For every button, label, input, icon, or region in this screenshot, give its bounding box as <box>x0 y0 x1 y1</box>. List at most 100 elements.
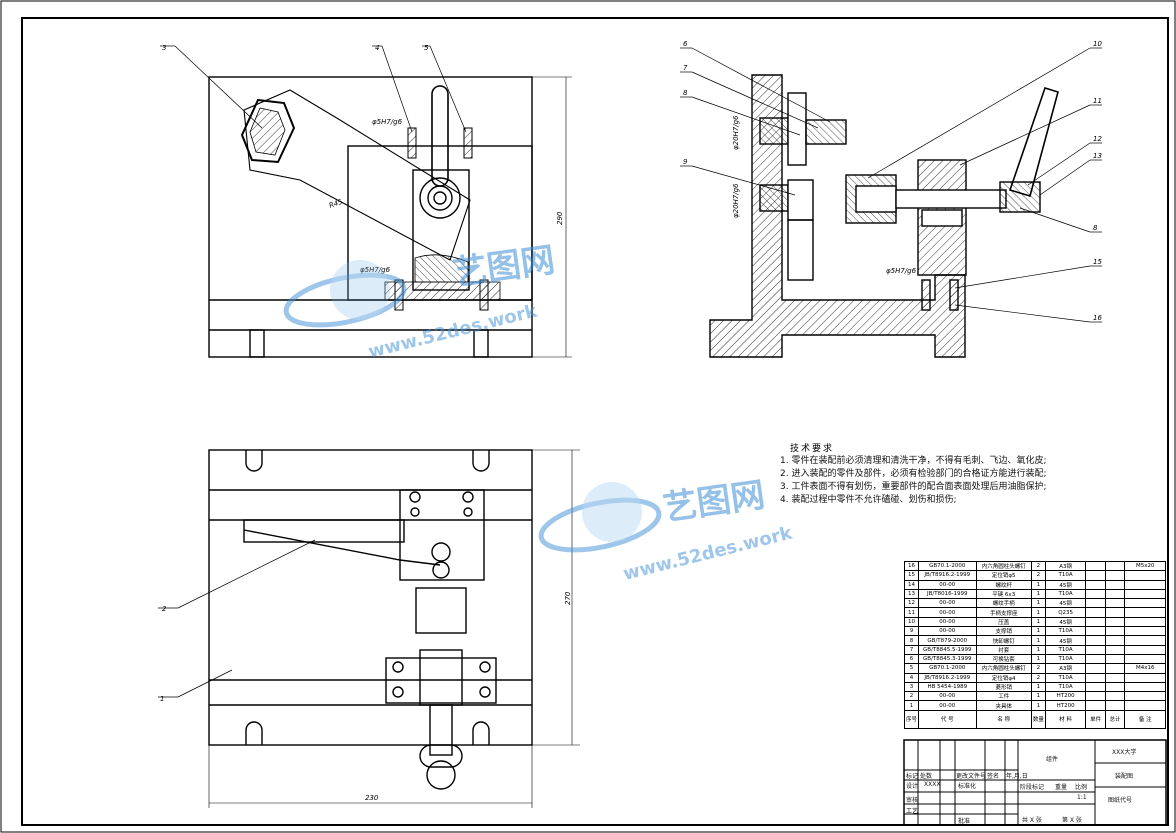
bom-cell-qty: 1 <box>1030 635 1046 646</box>
bom-cell-note <box>1124 653 1166 665</box>
callout-8a: 8 <box>683 89 688 97</box>
callout-9: 9 <box>683 158 688 166</box>
watermark-logo-2 <box>538 482 662 553</box>
bom-cell-mat: T10A <box>1044 626 1087 637</box>
callout-4: 4 <box>375 44 379 52</box>
bom-cell-no: 2 <box>903 691 920 702</box>
bom-cell-total <box>1104 700 1126 711</box>
tb-std: 标准化 <box>958 783 977 790</box>
bom-cell-qty: 1 <box>1030 653 1046 665</box>
bom-cell-total <box>1104 644 1126 655</box>
bom-cell-no: 7 <box>903 644 920 655</box>
tb-scale: 1:1 <box>1077 794 1087 801</box>
callout-1: 1 <box>160 695 164 703</box>
dim-230: 230 <box>365 794 379 802</box>
bom-cell-no: 4 <box>903 672 920 683</box>
bom-cell-qty: 1 <box>1030 626 1046 637</box>
bom-cell-note <box>1124 588 1166 600</box>
callout-7: 7 <box>683 64 688 72</box>
bom-header-no: 序号 <box>903 709 920 729</box>
tb-sign: 签名 <box>987 773 1000 780</box>
tb-scale-label: 比例 <box>1075 784 1088 791</box>
bom-cell-note <box>1124 616 1166 628</box>
bom-cell-mat: T10A <box>1044 672 1087 683</box>
fit-side-2: φ20H7/g6 <box>732 183 740 218</box>
bom-cell-note <box>1124 570 1166 581</box>
bom-cell-unit <box>1085 570 1106 581</box>
bom-cell-code: 00-00 <box>918 607 977 618</box>
bom-cell-qty: 2 <box>1030 663 1046 674</box>
bom-header-note: 备 注 <box>1124 709 1166 729</box>
bom-cell-code: JB/T8916.2-1999 <box>918 672 977 683</box>
bom-cell-no: 9 <box>903 626 920 637</box>
bom-cell-code: JB/T8916.2-1999 <box>918 570 977 581</box>
bom-cell-qty: 2 <box>1030 570 1046 581</box>
bom-cell-total <box>1104 635 1126 646</box>
bom-cell-unit <box>1085 626 1106 637</box>
top-view <box>208 449 580 808</box>
bom-cell-qty: 1 <box>1030 681 1046 693</box>
bom-cell-note: M4x16 <box>1124 663 1166 674</box>
side-leaders <box>680 47 1102 323</box>
bom-header-code: 代 号 <box>918 709 977 729</box>
bom-cell-mat: Q235 <box>1044 607 1087 618</box>
tb-stage: 阶段标记 <box>1020 784 1045 791</box>
bom-cell-no: 10 <box>903 616 920 628</box>
bom-cell-unit <box>1085 560 1106 572</box>
front-leaders <box>158 45 467 698</box>
tb-count: 处数 <box>920 773 933 780</box>
bom-cell-code: JB/T8016-1999 <box>918 588 977 600</box>
tech-req-line-1: 1. 零件在装配前必须清理和清洗干净，不得有毛刺、飞边、氧化皮; <box>780 456 1047 466</box>
bom-cell-qty: 1 <box>1030 644 1046 655</box>
bom-cell-mat: 45钢 <box>1044 598 1087 609</box>
bom-cell-total <box>1104 579 1126 590</box>
tb-process: 工艺 <box>906 808 919 815</box>
tb-design: 设计 <box>906 783 919 790</box>
tb-drawing-no: 图纸代号 <box>1108 797 1133 804</box>
bom-cell-qty: 1 <box>1030 700 1046 711</box>
bom-cell-name: 平键 6x3 <box>975 588 1032 600</box>
tech-req-line-4: 4. 装配过程中零件不允许磕碰、划伤和损伤; <box>780 495 957 505</box>
bom-cell-no: 5 <box>903 663 920 674</box>
bom-cell-unit <box>1085 644 1106 655</box>
bom-cell-no: 6 <box>903 653 920 665</box>
bom-cell-qty: 1 <box>1030 588 1046 600</box>
bom-cell-unit <box>1085 607 1106 618</box>
bom-cell-total <box>1104 588 1126 600</box>
fit-side-1: φ20H7/g6 <box>732 115 740 150</box>
bom-cell-mat: A3钢 <box>1044 560 1087 572</box>
bom-cell-no: 8 <box>903 635 920 646</box>
bom-cell-no: 14 <box>903 579 920 590</box>
bom-cell-note <box>1124 579 1166 590</box>
bom-header-unit: 单件 <box>1085 709 1106 729</box>
bom-cell-unit <box>1085 681 1106 693</box>
bom-cell-unit <box>1085 700 1106 711</box>
bom-cell-unit <box>1085 663 1106 674</box>
bom-cell-no: 11 <box>903 607 920 618</box>
bom-cell-qty: 1 <box>1030 616 1046 628</box>
tech-req-line-3: 3. 工件表面不得有划伤，重要部件的配合面表面处理后用油脂保护; <box>780 482 1047 492</box>
bom-cell-total <box>1104 681 1126 693</box>
bom-cell-code: 00-00 <box>918 626 977 637</box>
callout-12: 12 <box>1093 135 1102 143</box>
bom-cell-name: 压盖 <box>975 616 1032 628</box>
bom-cell-name: 快卸螺钉 <box>975 635 1032 646</box>
side-view <box>709 74 1059 358</box>
tb-school: XXX大学 <box>1112 749 1137 756</box>
bom-cell-mat: 45钢 <box>1044 579 1087 590</box>
bom-cell-qty: 1 <box>1030 579 1046 590</box>
callout-11: 11 <box>1093 97 1102 105</box>
bom-cell-code: 00-00 <box>918 579 977 590</box>
bom-cell-total <box>1104 653 1126 665</box>
bom-cell-note <box>1124 644 1166 655</box>
tb-designer: XXXX <box>924 781 941 788</box>
bom-cell-name: 手柄支撑座 <box>975 607 1032 618</box>
